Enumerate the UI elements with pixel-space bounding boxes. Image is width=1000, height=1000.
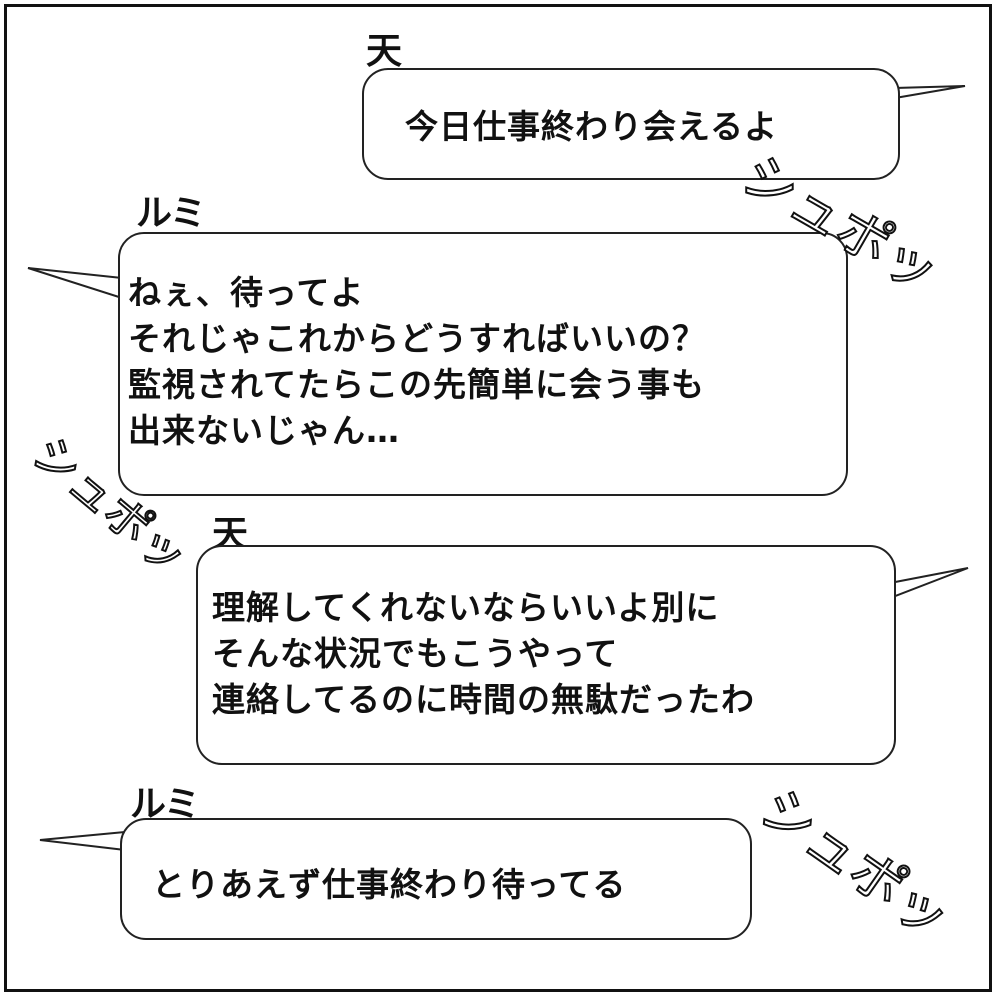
speech-bubble-2	[118, 232, 848, 496]
speech-bubble-1	[362, 68, 900, 180]
panel-frame	[4, 4, 992, 992]
message-text-4: とりあえず仕事終わり待ってる	[152, 865, 627, 904]
speaker-label-husband: 天	[366, 31, 402, 72]
message-text-1: 今日仕事終わり会えるよ	[405, 107, 779, 146]
speech-bubble-4	[120, 818, 752, 940]
message-text-3: 理解してくれないならいいよ別に そんな状況でもこうやって 連絡してるのに時間の無…	[212, 588, 756, 719]
speaker-label-rumi: ルミ	[136, 193, 206, 234]
speech-bubble-3	[196, 545, 896, 765]
message-text-2: ねぇ、待ってよ それじゃこれからどうすればいいの？ 監視されてたらこの先簡単に会…	[128, 273, 706, 450]
